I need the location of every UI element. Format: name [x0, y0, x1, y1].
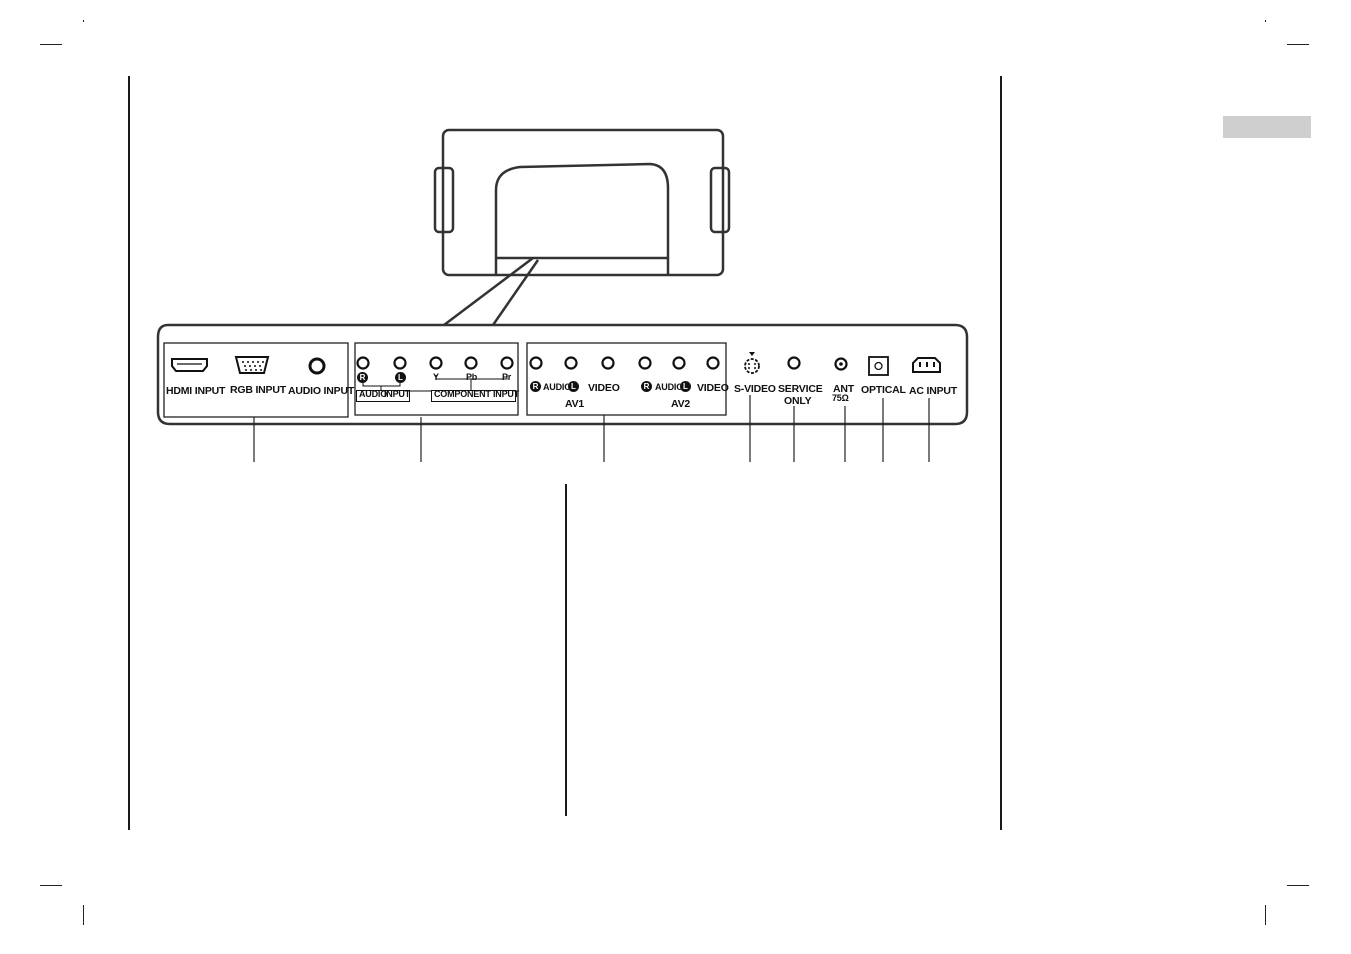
av1-label: AV1	[565, 398, 585, 410]
only-label: ONLY	[784, 395, 812, 407]
av2-video-label: VIDEO	[697, 382, 729, 394]
s-video-label: S-VIDEO	[734, 383, 776, 395]
av1-audio-label: AUDIO	[543, 382, 571, 392]
section-tab	[1223, 116, 1311, 138]
right-margin-line	[1000, 76, 1002, 830]
left-margin-line	[128, 76, 130, 830]
crop-mark	[83, 905, 84, 925]
rgb-input-label: RGB INPUT	[230, 384, 286, 396]
crop-dot	[1265, 20, 1266, 22]
av2-right-mark: R	[641, 381, 652, 392]
optical-label: OPTICAL	[861, 384, 906, 396]
crop-mark	[1265, 905, 1266, 925]
input-bracket-label: INPUT	[384, 389, 411, 399]
av1-video-label: VIDEO	[588, 382, 620, 394]
crop-mark	[40, 44, 62, 45]
audio-bracket-box	[356, 390, 410, 402]
component-pb-label: Pb	[466, 372, 478, 382]
audio-input-label: AUDIO INPUT	[288, 385, 355, 397]
component-pr-label: Pr	[502, 372, 512, 382]
component-y-label: Y	[433, 372, 439, 382]
component-input-label: COMPONENT INPUT	[434, 389, 520, 399]
component-bracket-box	[431, 390, 516, 402]
crop-dot	[83, 20, 84, 22]
hdmi-input-label: HDMI INPUT	[166, 385, 226, 397]
av2-label: AV2	[671, 398, 691, 410]
service-label: SERVICE	[778, 383, 823, 395]
audio-bracket-label: AUDIO	[359, 389, 387, 399]
ant-label: ANT	[833, 383, 854, 395]
column-divider	[565, 484, 567, 816]
ac-input-label: AC INPUT	[909, 385, 957, 397]
av1-left-mark: L	[568, 381, 579, 392]
crop-mark	[40, 885, 62, 886]
crop-mark	[1287, 885, 1309, 886]
ant-ohm-label: 75Ω	[832, 393, 849, 403]
av2-audio-label: AUDIO	[655, 382, 683, 392]
av1-right-mark: R	[530, 381, 541, 392]
av2-left-mark: L	[680, 381, 691, 392]
audio-right-mark: R	[357, 372, 368, 383]
crop-mark	[1287, 44, 1309, 45]
audio-left-mark: L	[395, 372, 406, 383]
